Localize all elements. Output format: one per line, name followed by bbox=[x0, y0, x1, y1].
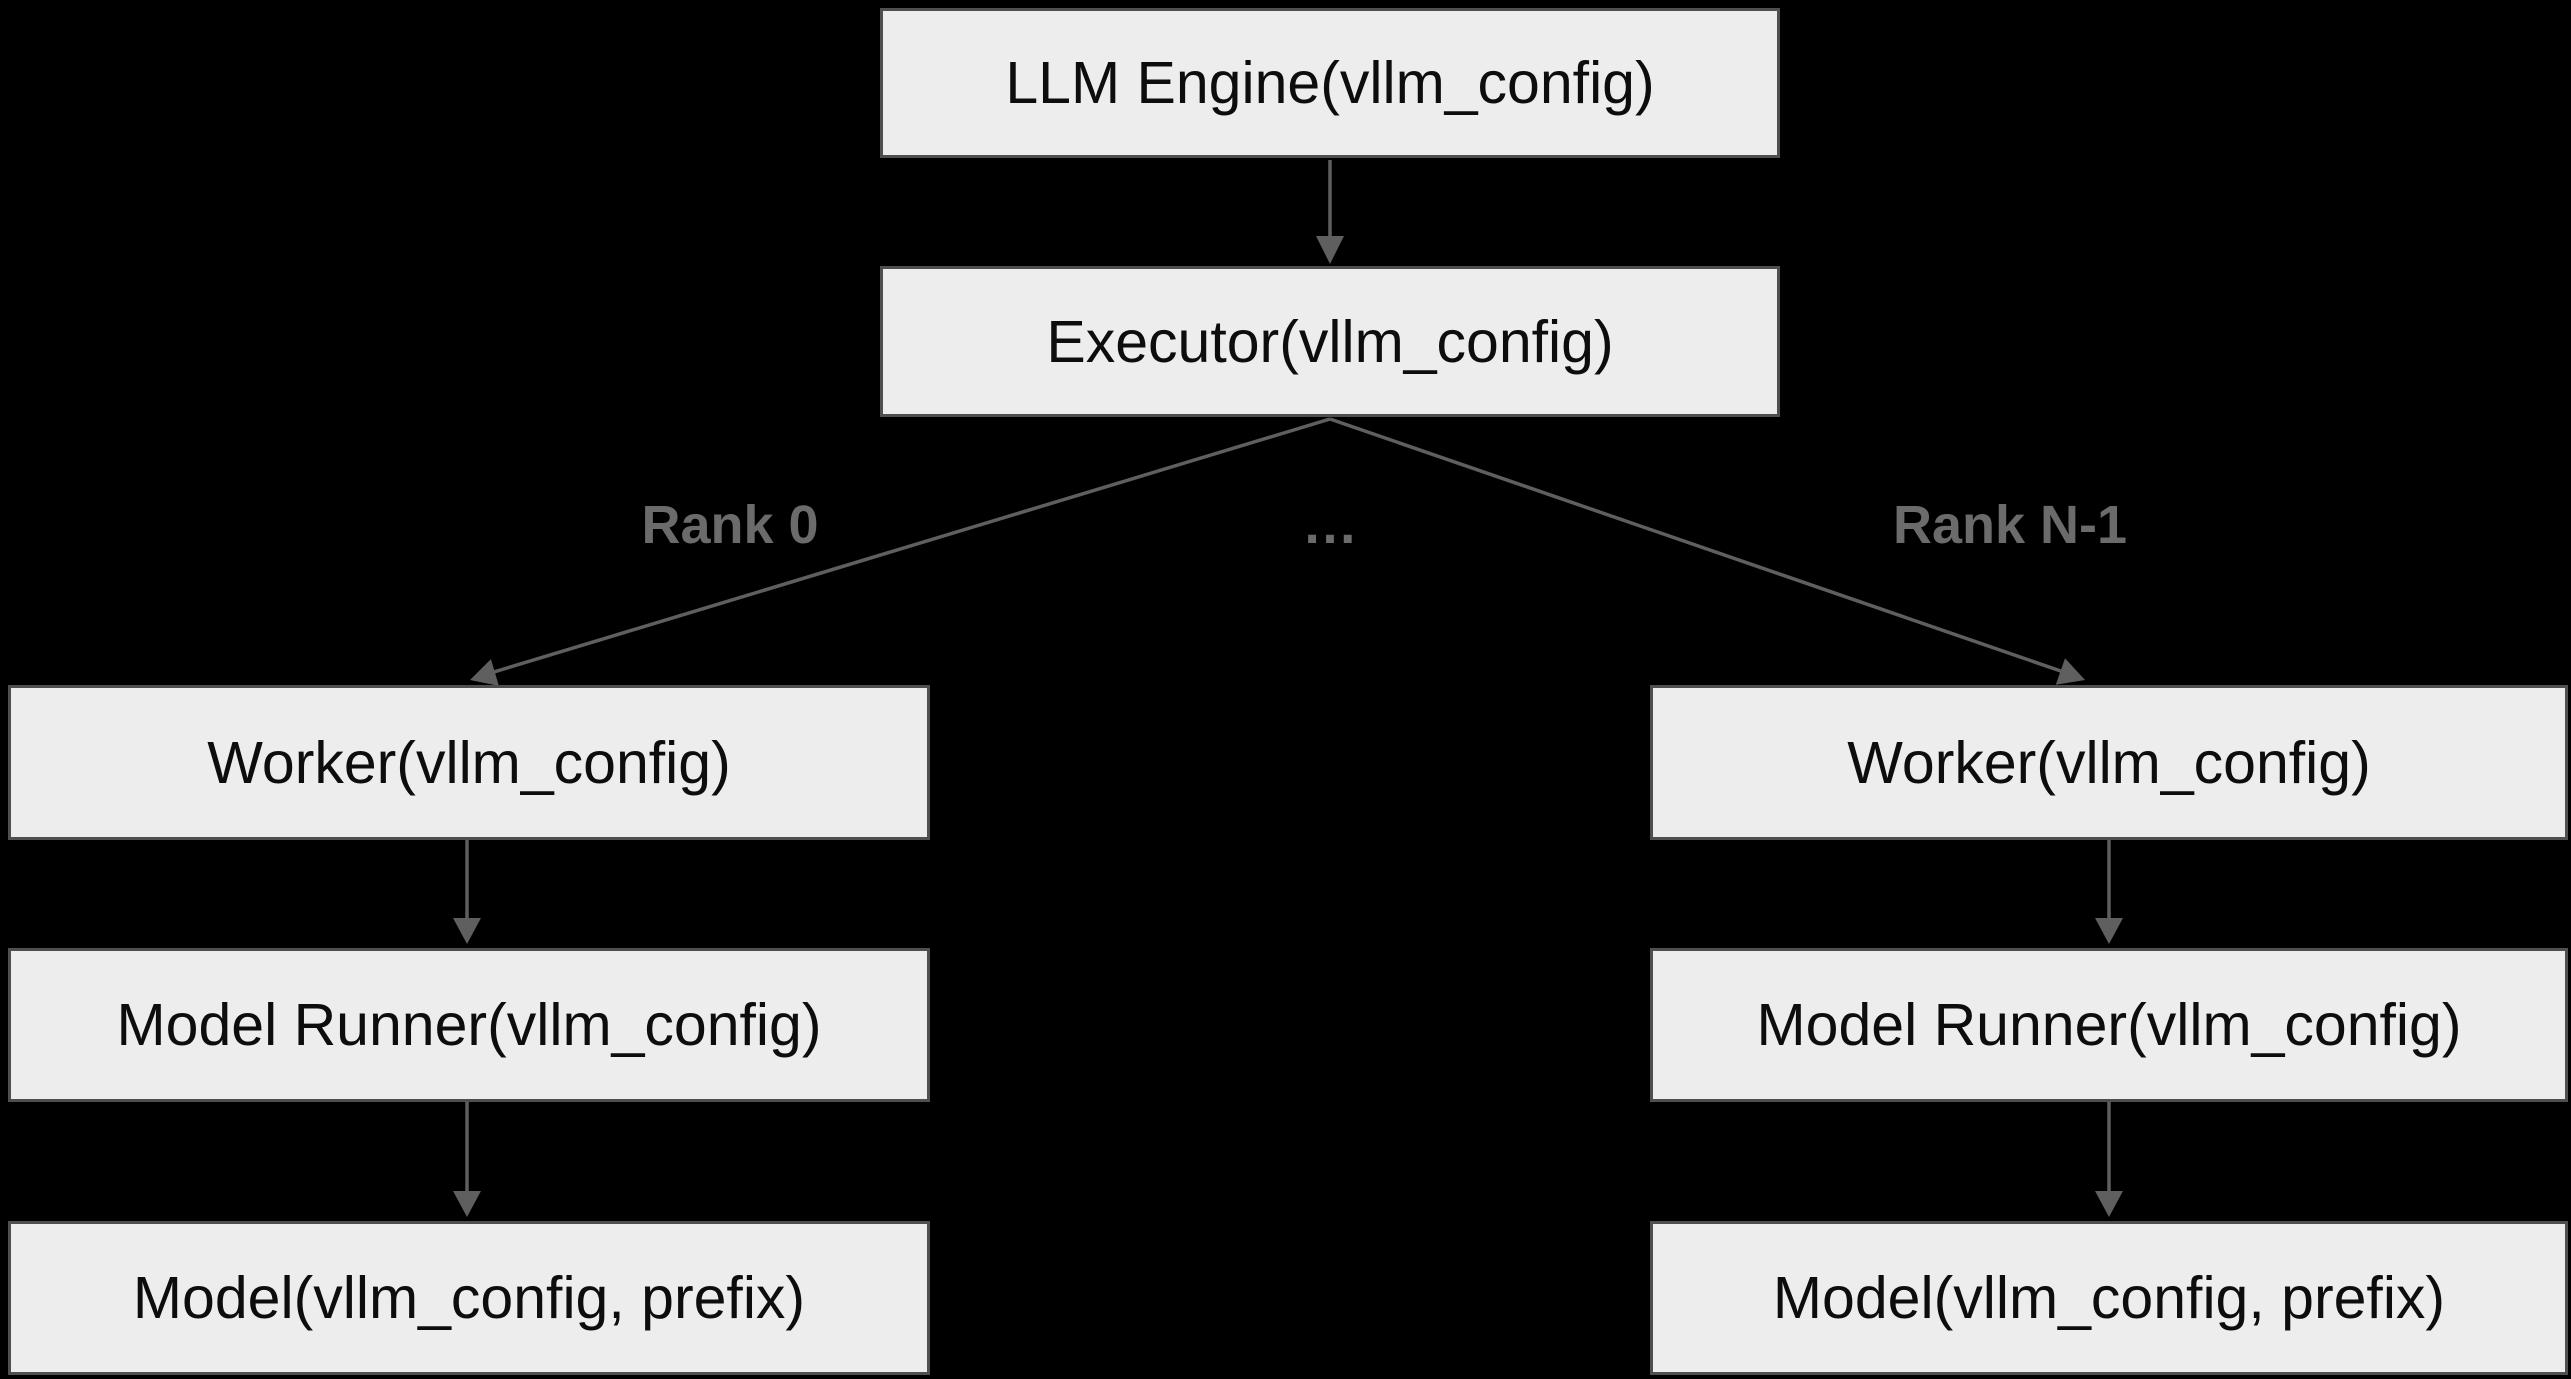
edge-modelrunner-to-model-left bbox=[453, 1102, 481, 1217]
node-model-right: Model(vllm_config, prefix) bbox=[1650, 1221, 2568, 1375]
node-model-runner-right: Model Runner(vllm_config) bbox=[1650, 948, 2568, 1102]
node-llm-engine: LLM Engine(vllm_config) bbox=[880, 8, 1780, 158]
edge-worker-to-modelrunner-left bbox=[453, 840, 481, 944]
node-model-runner-left: Model Runner(vllm_config) bbox=[8, 948, 930, 1102]
node-model-left: Model(vllm_config, prefix) bbox=[8, 1221, 930, 1375]
edge-llmengine-to-executor bbox=[1316, 160, 1344, 264]
edge-label-ellipsis: … bbox=[1302, 491, 1358, 555]
node-worker-right: Worker(vllm_config) bbox=[1650, 685, 2568, 840]
edge-worker-to-modelrunner-right bbox=[2095, 840, 2123, 944]
edge-label-rank-0: Rank 0 bbox=[641, 495, 819, 555]
edge-executor-to-worker-rankn1 bbox=[1329, 417, 2085, 685]
node-executor: Executor(vllm_config) bbox=[880, 266, 1780, 417]
node-worker-left: Worker(vllm_config) bbox=[8, 685, 930, 840]
edge-modelrunner-to-model-right bbox=[2095, 1102, 2123, 1217]
edge-label-rank-n-1: Rank N-1 bbox=[1892, 495, 2128, 555]
edge-executor-to-worker-rank0 bbox=[470, 417, 1331, 686]
